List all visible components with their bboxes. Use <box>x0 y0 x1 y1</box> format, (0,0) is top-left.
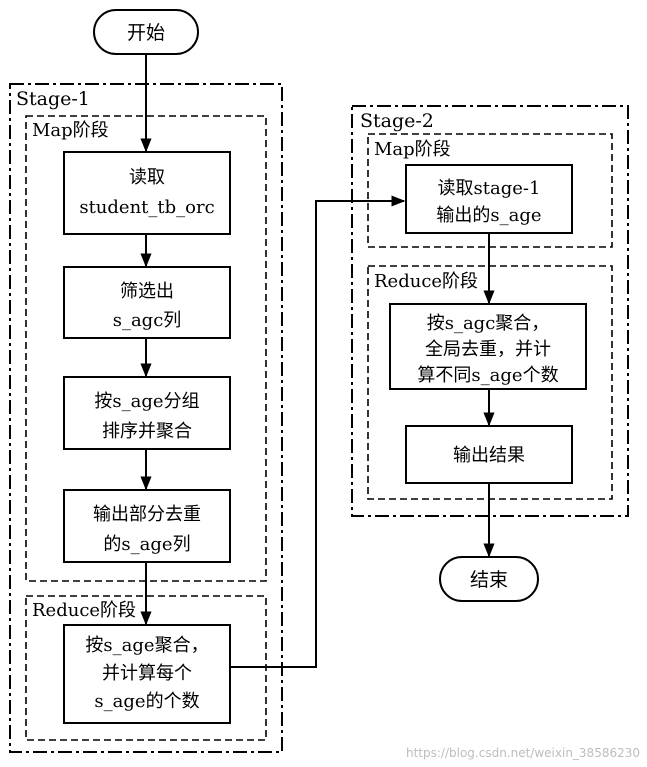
read-table-box <box>63 151 231 235</box>
global-dedup-box <box>389 303 587 390</box>
reduce-count-box <box>63 624 231 724</box>
stage-1-reduce-label: Reduce阶段 <box>32 600 136 621</box>
reduce-count-line-1: 按s_age聚合， <box>85 635 208 656</box>
reduce-count-line-2: 并计算每个 <box>102 663 192 684</box>
global-dedup-line-3: 算不同s_age个数 <box>417 365 558 386</box>
arrow-stage1-to-stage2 <box>230 195 406 668</box>
output-label: 输出结果 <box>453 445 525 466</box>
stage-2-label: Stage-2 <box>360 110 434 132</box>
partial-dedup-line-2: 的s_age列 <box>103 534 190 555</box>
reduce-count-line-3: s_age的个数 <box>94 691 199 712</box>
stage-2-frame <box>351 105 629 517</box>
read-table-line-2: student_tb_orc <box>79 197 214 218</box>
read-stage1-line-1: 读取stage-1 <box>438 178 541 199</box>
arrows <box>140 54 495 668</box>
read-stage1-line-2: 输出的s_age <box>436 205 541 226</box>
filter-line-2: s_agc列 <box>113 310 182 331</box>
start-label: 开始 <box>127 22 165 44</box>
read-stage1-box <box>405 164 573 234</box>
stage-1-map-label: Map阶段 <box>32 120 109 141</box>
output-box <box>405 425 573 484</box>
group-sort-line-1: 按s_age分组 <box>94 391 199 412</box>
partial-dedup-line-1: 输出部分去重 <box>93 504 201 525</box>
stage-2-reduce-label: Reduce阶段 <box>374 271 478 292</box>
group-sort-line-2: 排序并聚合 <box>102 421 192 442</box>
read-table-line-1: 读取 <box>129 167 165 188</box>
stage-2-map-label: Map阶段 <box>374 139 451 160</box>
stage-1-label: Stage-1 <box>16 88 90 110</box>
end-label: 结束 <box>470 569 508 591</box>
partial-dedup-box <box>63 489 231 563</box>
global-dedup-line-1: 按s_agc聚合， <box>427 313 550 334</box>
watermark: https://blog.csdn.net/weixin_38586230 <box>406 746 640 760</box>
filter-line-1: 筛选出 <box>120 281 174 302</box>
global-dedup-line-2: 全局去重，并计 <box>425 339 551 360</box>
